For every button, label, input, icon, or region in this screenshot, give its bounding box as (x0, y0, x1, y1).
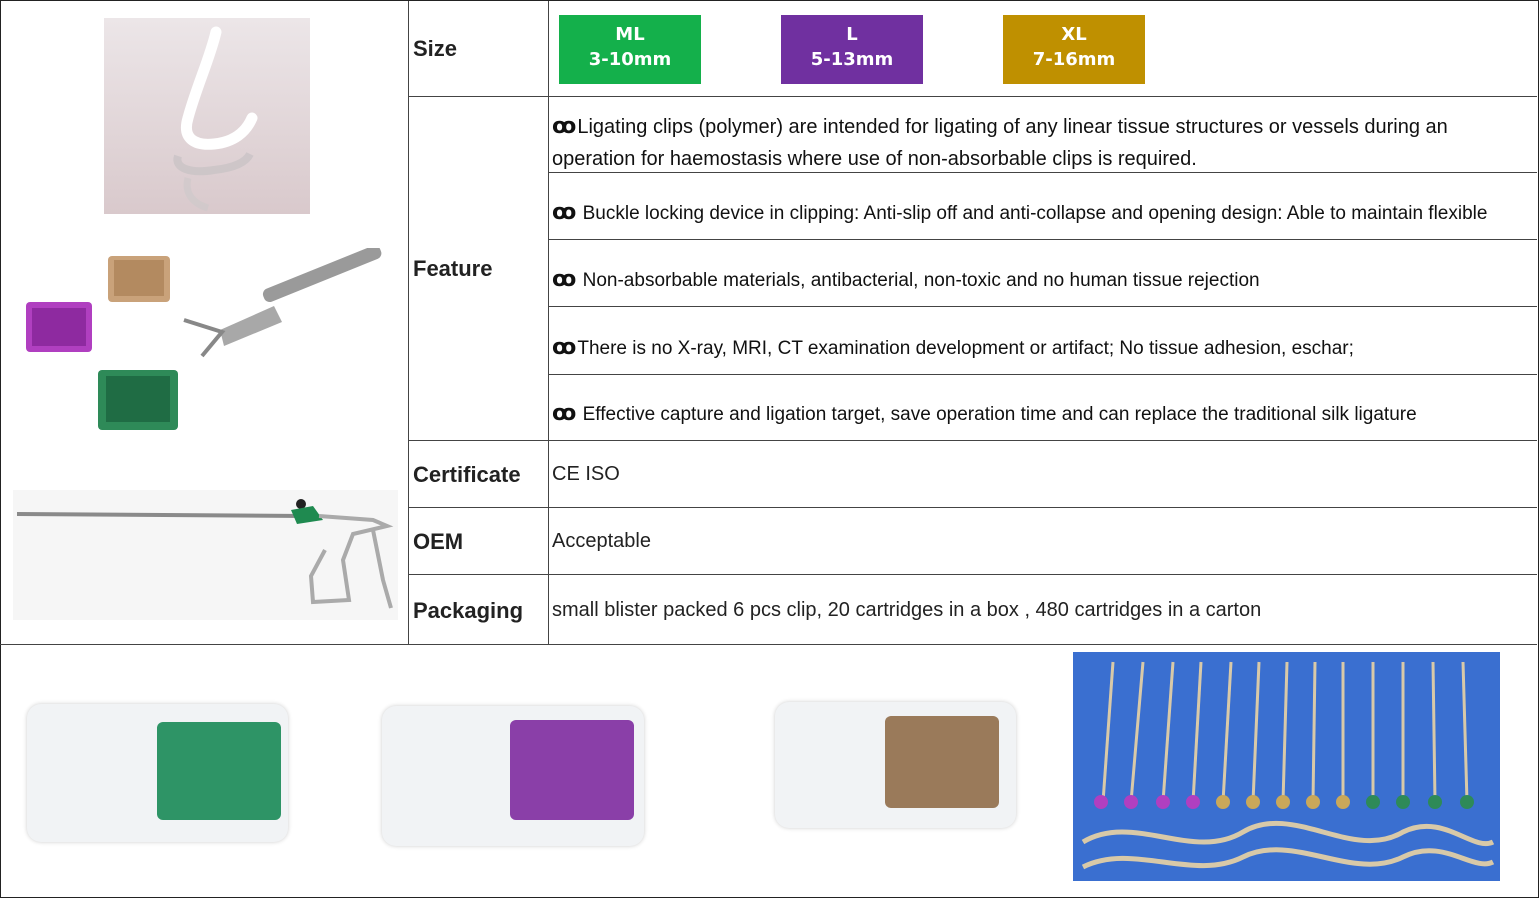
gold-cartridge-icon (885, 716, 999, 808)
cartridges-icon (26, 245, 382, 430)
bullet-icon: ꝏ (552, 334, 576, 359)
purple-cartridge-icon (510, 720, 634, 820)
packaging-value: small blister packed 6 pcs clip, 20 cart… (552, 599, 1262, 621)
feature-item-5: ꝏ Effective capture and ligation target,… (552, 397, 1417, 431)
row-divider-feat-4 (548, 374, 1537, 375)
feature-item-3: ꝏ Non-absorbable materials, antibacteria… (552, 263, 1260, 297)
certificate-value: CE ISO (552, 463, 620, 485)
feature-text: Buckle locking device in clipping: Anti-… (577, 203, 1488, 224)
column-divider-2 (548, 1, 549, 645)
feature-text: There is no X-ray, MRI, CT examination d… (577, 338, 1354, 359)
row-divider-size (408, 96, 1537, 97)
row-divider-oem (408, 574, 1537, 575)
column-divider-1 (408, 1, 409, 645)
oem-label: OEM (413, 529, 464, 554)
applier-photo (13, 490, 398, 620)
polymer-clip-icon (173, 26, 258, 212)
size-label: Size (413, 36, 458, 61)
row-divider-feat-2 (548, 239, 1537, 240)
feature-text: Ligating clips (polymer) are intended fo… (552, 116, 1448, 170)
packaging-label: Packaging (413, 598, 524, 623)
appliers-lineup-photo (1073, 652, 1500, 881)
clip-photo (104, 18, 310, 214)
bullet-icon: ꝏ (552, 400, 576, 425)
size-badge-range: 7-16mm (1032, 49, 1116, 70)
row-divider-feat-1 (548, 172, 1537, 173)
feature-label: Feature (413, 256, 493, 281)
clip-applier-icon (16, 499, 394, 609)
row-divider-certificate (408, 507, 1537, 508)
size-badge-range: 5-13mm (810, 49, 894, 70)
cartridges-and-applier-photo (24, 245, 389, 438)
appliers-lineup-icon (1081, 661, 1495, 870)
blister-l-photo (382, 706, 644, 846)
row-divider-packaging (0, 644, 1537, 645)
size-badge-l: L 5-13mm (781, 15, 923, 84)
row-divider-feature (408, 440, 1537, 441)
feature-text: Effective capture and ligation target, s… (577, 404, 1417, 425)
size-badge-xl: XL 7-16mm (1003, 15, 1145, 84)
size-badge-name: L (846, 24, 858, 45)
green-cartridge-icon (157, 722, 281, 820)
blister-ml-photo (27, 704, 288, 842)
certificate-label: Certificate (413, 462, 521, 487)
bullet-icon: ꝏ (552, 113, 576, 138)
row-divider-feat-3 (548, 306, 1537, 307)
feature-item-2: ꝏ Buckle locking device in clipping: Ant… (552, 196, 1487, 230)
size-badge-name: XL (1061, 24, 1087, 45)
feature-text: Non-absorbable materials, antibacterial,… (577, 270, 1260, 291)
bullet-icon: ꝏ (552, 266, 576, 291)
bullet-icon: ꝏ (552, 199, 576, 224)
oem-value: Acceptable (552, 530, 651, 552)
size-badge-name: ML (615, 24, 645, 45)
size-badge-range: 3-10mm (588, 49, 672, 70)
size-badge-ml: ML 3-10mm (559, 15, 701, 84)
blister-xl-photo (775, 702, 1016, 828)
